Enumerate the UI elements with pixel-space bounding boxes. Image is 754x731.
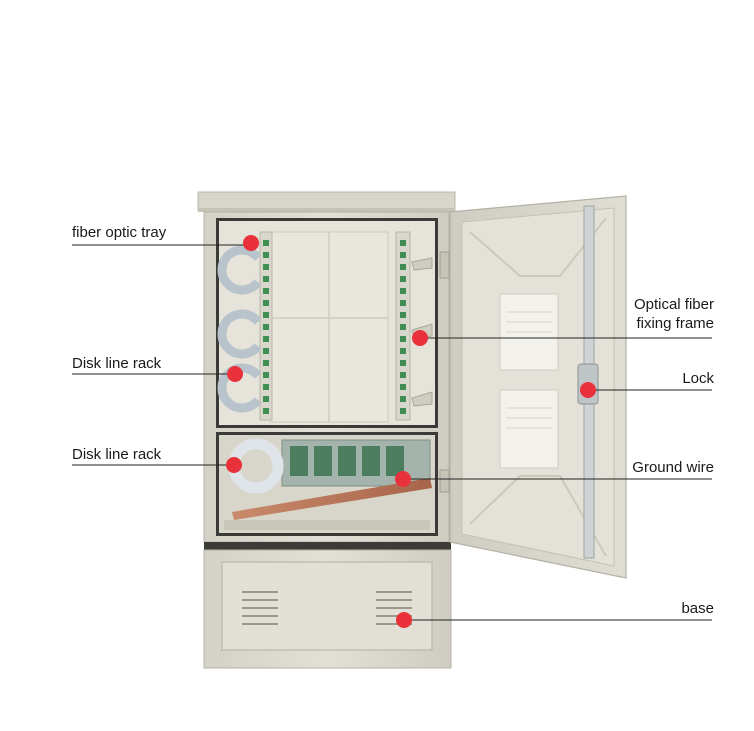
vent-slots-left xyxy=(242,591,278,625)
marker-base xyxy=(396,612,412,628)
callout-markers xyxy=(226,235,596,628)
patch-ports-right xyxy=(400,240,406,414)
disk-line-rack-spools xyxy=(217,245,262,413)
marker-fiber-optic-tray xyxy=(243,235,259,251)
marker-optical-fiber-frame xyxy=(412,330,428,346)
marker-disk-line-rack-top xyxy=(227,366,243,382)
patch-ports-left xyxy=(263,240,269,414)
label-ground-wire: Ground wire xyxy=(632,459,714,476)
label-disk-line-rack-bottom: Disk line rack xyxy=(72,446,162,463)
marker-ground-wire xyxy=(395,471,411,487)
cabinet-base xyxy=(203,542,452,669)
cabinet-door xyxy=(449,195,627,579)
label-base: base xyxy=(681,600,714,617)
label-disk-line-rack-top: Disk line rack xyxy=(72,355,162,372)
cabinet-roof xyxy=(197,191,456,212)
marker-disk-line-rack-bottom xyxy=(226,457,242,473)
label-lock: Lock xyxy=(682,370,714,387)
splice-modules xyxy=(290,446,404,476)
cabinet-body xyxy=(203,211,450,543)
label-optical-fiber-line2: fixing frame xyxy=(636,315,714,332)
leader-lines xyxy=(72,244,712,621)
label-optical-fiber-line1: Optical fiber xyxy=(633,296,714,313)
label-fiber-optic-tray: fiber optic tray xyxy=(72,224,167,241)
marker-lock xyxy=(580,382,596,398)
